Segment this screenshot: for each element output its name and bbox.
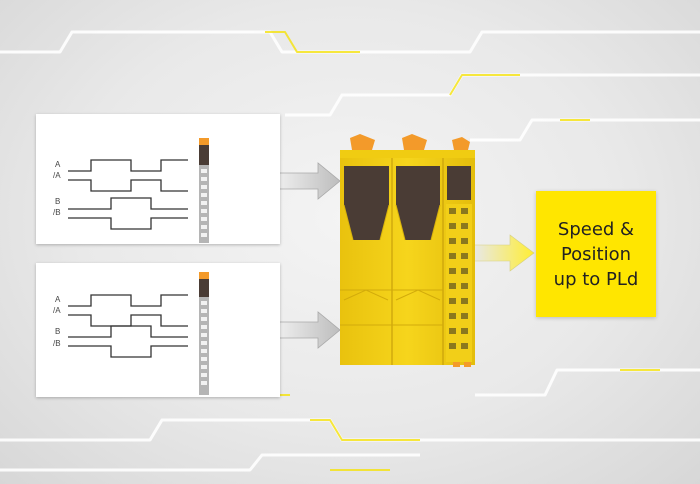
result-line-1: Speed & <box>557 218 635 240</box>
signal-label-b-inverted: /B <box>53 208 61 217</box>
result-line-3: up to PLd <box>553 268 639 290</box>
encoder-panel-top: A /A B /B <box>36 114 280 244</box>
output-arrow <box>473 234 535 272</box>
signal-waveforms <box>68 159 188 230</box>
result-line-2: Position <box>560 243 632 265</box>
signal-label-a-inverted: /A <box>53 306 61 315</box>
signal-label-a-inverted: /A <box>53 171 61 180</box>
signal-waveforms <box>68 294 188 358</box>
signal-label-b-inverted: /B <box>53 339 61 348</box>
result-box: Speed & Position up to PLd <box>536 191 656 317</box>
encoder-panel-bottom: A /A B /B <box>36 263 280 397</box>
encoder-signal-diagram <box>68 138 209 243</box>
encoder-device <box>199 272 209 395</box>
encoder-signal-diagram <box>68 272 209 395</box>
signal-label-a: A <box>55 295 61 304</box>
safety-controller-module <box>340 134 475 367</box>
result-text: Speed & Position up to PLd <box>554 217 639 292</box>
signal-label-b: B <box>55 327 61 336</box>
signal-label-b: B <box>55 197 61 206</box>
encoder-device <box>199 138 209 243</box>
signal-label-a: A <box>55 160 61 169</box>
